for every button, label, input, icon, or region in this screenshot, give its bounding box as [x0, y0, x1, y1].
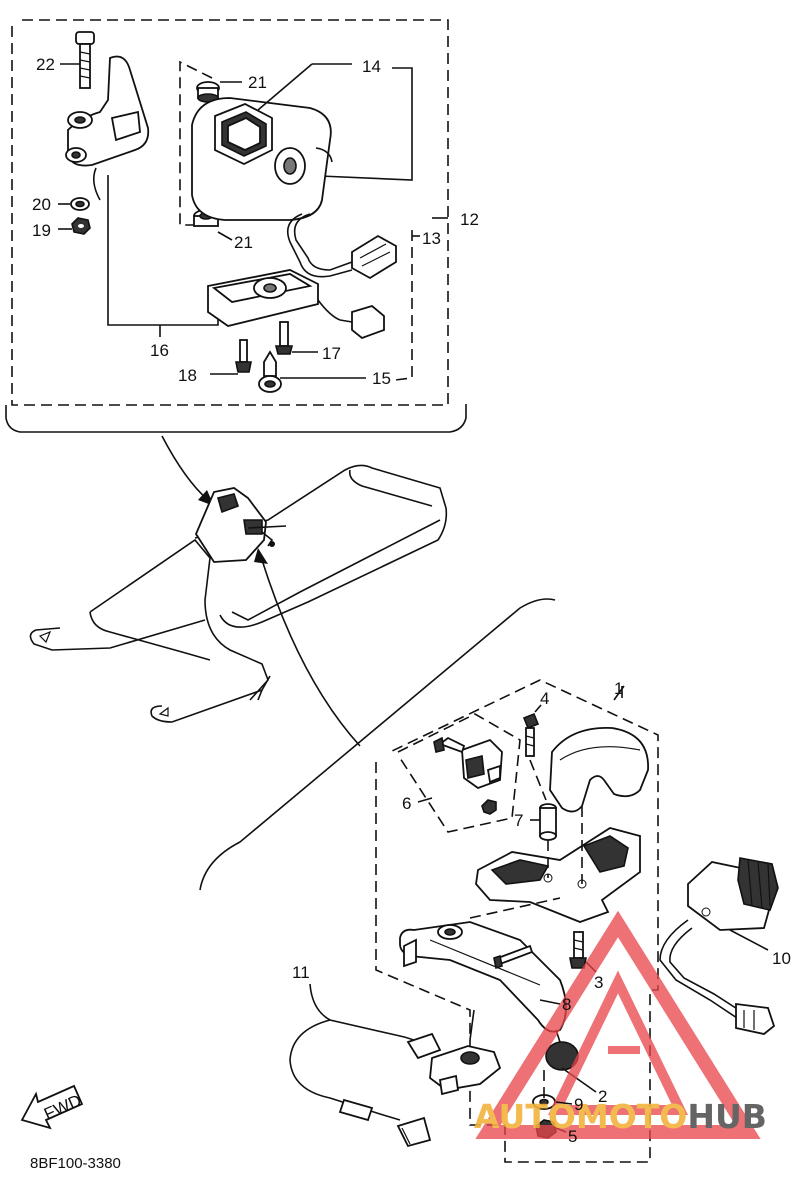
callout-10: 10 — [772, 949, 791, 968]
throttle-lever-8 — [399, 921, 567, 1033]
callout-8: 8 — [562, 995, 571, 1014]
inset-arrow — [161, 435, 209, 501]
screw-18 — [235, 339, 252, 373]
callout-19: 19 — [32, 221, 51, 240]
group-1-dashed — [375, 679, 659, 1163]
lower-assembly: FWD AUTOMOTOHUB — [20, 679, 779, 1163]
connector-13 — [351, 234, 397, 280]
throttle-cable-11 — [289, 983, 502, 1148]
watermark-triangle — [475, 910, 761, 1139]
bracket-21 — [179, 60, 213, 226]
callout-7: 7 — [514, 811, 523, 830]
callout-11: 11 — [292, 963, 310, 982]
inset-dashed-border — [11, 19, 449, 406]
callout-3: 3 — [594, 973, 603, 992]
watermark-auto: AUTO — [474, 1097, 576, 1136]
callout-21b: 21 — [234, 233, 253, 252]
watermark-logo: AUTOMOTOHUB — [474, 910, 767, 1139]
screw-8 — [493, 944, 534, 970]
screw-6a — [433, 736, 466, 754]
callouts: 22 21 14 20 19 21 13 12 16 17 18 15 1 4 … — [30, 55, 791, 1172]
nut-6b — [481, 799, 497, 815]
hinge-bracket — [65, 55, 150, 201]
lever-tip-2 — [545, 1029, 579, 1071]
callout-17: 17 — [322, 344, 341, 363]
watermark-hub: HUB — [687, 1097, 767, 1136]
callout-20: 20 — [32, 195, 51, 214]
callout-22: 22 — [36, 55, 55, 74]
fwd-arrow: FWD — [20, 1084, 84, 1130]
callout-5: 5 — [568, 1127, 577, 1146]
callout-1: 1 — [614, 679, 623, 698]
watermark-moto: MOTO — [576, 1097, 687, 1136]
group-6-dashed — [397, 713, 521, 833]
callout-9: 9 — [574, 1095, 583, 1114]
inset-callout-frame — [5, 404, 467, 433]
diagram-code: 8BF100-3380 — [30, 1155, 121, 1172]
callout-14: 14 — [362, 57, 381, 76]
switch-body-14 — [191, 97, 353, 278]
callout-16: 16 — [150, 341, 169, 360]
callout-12: 12 — [460, 210, 479, 229]
callout-4: 4 — [540, 689, 549, 708]
callout-18: 18 — [178, 366, 197, 385]
throttle-housing — [475, 827, 641, 923]
top-inset — [5, 19, 467, 506]
collar-7 — [539, 803, 557, 841]
callout-15: 15 — [372, 369, 391, 388]
screw-17 — [274, 321, 294, 355]
nut-19 — [71, 217, 91, 235]
screw-4 — [522, 712, 540, 757]
grommet-21-top — [196, 81, 220, 103]
cover-cap — [549, 727, 649, 813]
divider-curve — [199, 598, 556, 891]
callout-21a: 21 — [248, 73, 267, 92]
bracket-13 — [319, 67, 413, 181]
snowmobile-outline — [29, 464, 448, 723]
washer-20 — [70, 197, 90, 211]
lower-arrow — [261, 559, 361, 747]
base-plate-16 — [207, 269, 385, 340]
callout-13: 13 — [422, 229, 441, 248]
switch-unit-10 — [659, 857, 779, 1035]
cover-6 — [461, 738, 503, 790]
lower-arrowhead — [254, 548, 268, 564]
bolt-15 — [258, 350, 282, 393]
bolt-22 — [75, 31, 95, 89]
callout-2: 2 — [598, 1087, 607, 1106]
callout-6: 6 — [402, 794, 411, 813]
bolt-3 — [569, 931, 587, 969]
watermark-text: AUTOMOTOHUB — [474, 1097, 767, 1136]
